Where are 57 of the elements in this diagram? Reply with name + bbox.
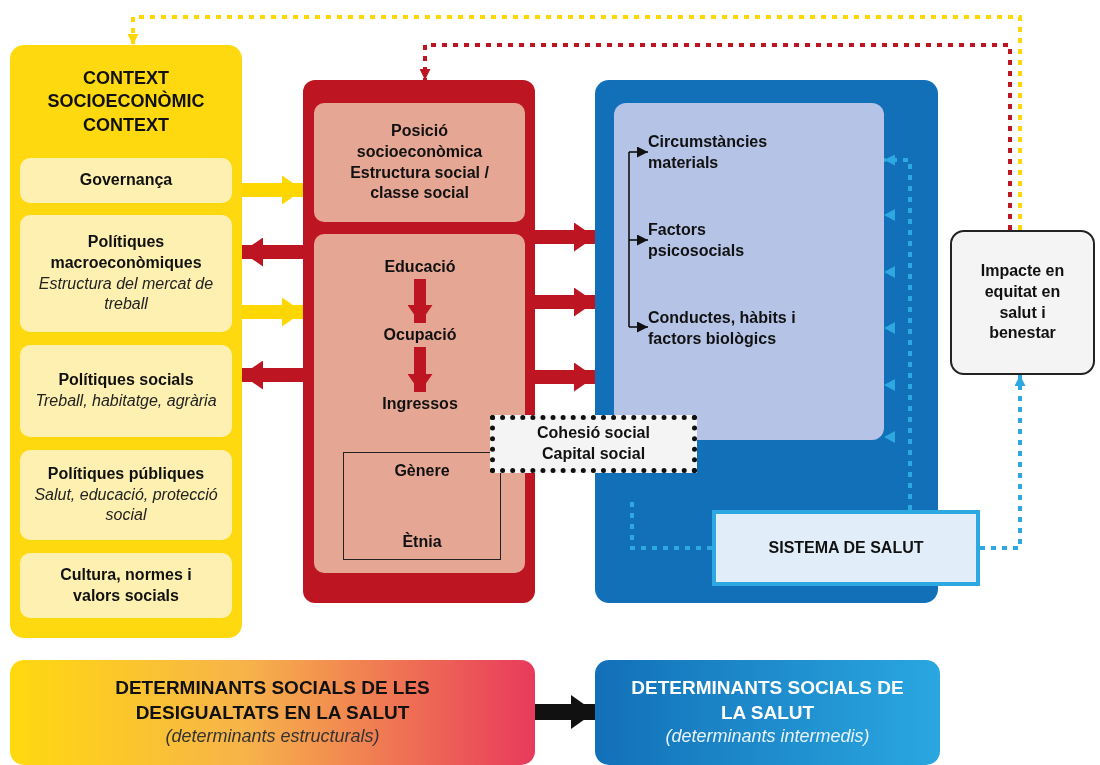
box-subtitle: Salut, educació, protecció social — [33, 484, 219, 526]
block-arrow — [535, 222, 595, 252]
box-title: Governança — [79, 170, 173, 191]
block-arrow — [535, 287, 595, 317]
box-title: Polítiques macroeconòmiques — [49, 231, 203, 273]
block-arrow — [535, 362, 595, 392]
block-arrow — [407, 347, 433, 392]
outlined-box — [343, 452, 501, 560]
structural-panel — [303, 80, 535, 603]
arrow — [628, 234, 649, 246]
summary-banner — [10, 660, 535, 765]
item-label: Educació — [365, 255, 475, 279]
dotted-arrow — [127, 15, 1022, 230]
box-title: Polítiques socials — [58, 370, 194, 391]
box-title: SISTEMA DE SALUT — [768, 537, 924, 558]
block-arrow — [242, 175, 303, 205]
box-title: Ètnia — [402, 532, 442, 553]
block-arrow — [407, 279, 433, 323]
box-title: Impacte en equitat en salut i benestar — [979, 260, 1066, 344]
box-title: Posició socioeconòmica Estructura social / classe social — [349, 120, 490, 204]
item-label: Ocupació — [365, 323, 475, 347]
box-title: DETERMINANTS SOCIALS DE LES DESIGUALTATS EN LA SALUT — [114, 676, 431, 725]
dashed-box — [490, 415, 697, 473]
dotted-line — [630, 500, 712, 550]
summary-banner — [595, 660, 940, 765]
box-title: Gènere — [394, 461, 450, 481]
item-label: Ingressos — [360, 392, 480, 416]
arrow — [628, 321, 649, 333]
outcome-box — [950, 230, 1095, 375]
position-box — [314, 234, 525, 573]
box-title: Cohesió social Capital social — [536, 423, 651, 464]
position-box — [314, 103, 525, 222]
policy-box — [20, 553, 232, 618]
box-subtitle: Treball, habitatge, agrària — [35, 391, 217, 411]
item-label: Factors psicosocials — [648, 215, 798, 267]
dotted-arrow — [419, 43, 1012, 230]
policy-box — [20, 450, 232, 540]
block-arrow — [535, 695, 595, 729]
box-subtitle: (determinants estructurals) — [165, 725, 380, 749]
panel-heading: CONTEXT SOCIOECONÒMIC CONTEXT — [46, 67, 206, 137]
block-arrow — [242, 237, 303, 267]
policy-box — [20, 345, 232, 437]
block-arrow — [242, 297, 303, 327]
arrow — [628, 146, 649, 158]
box-title: Polítiques públiques — [47, 463, 205, 484]
item-label: Conductes, hàbits i factors biològics — [648, 303, 823, 355]
item-label: Circumstàncies materials — [648, 127, 798, 179]
box-subtitle: Estructura del mercat de treball — [37, 273, 215, 315]
policy-box — [20, 215, 232, 332]
block-arrow — [242, 360, 303, 390]
dotted-arrow — [980, 375, 1026, 550]
box-title: DETERMINANTS SOCIALS DE LA SALUT — [630, 676, 905, 725]
box-subtitle: (determinants intermedis) — [665, 725, 870, 749]
health-system-box — [712, 510, 980, 586]
policy-box — [20, 158, 232, 203]
context-panel — [10, 45, 242, 638]
box-title: Cultura, normes i valors socials — [59, 564, 193, 606]
